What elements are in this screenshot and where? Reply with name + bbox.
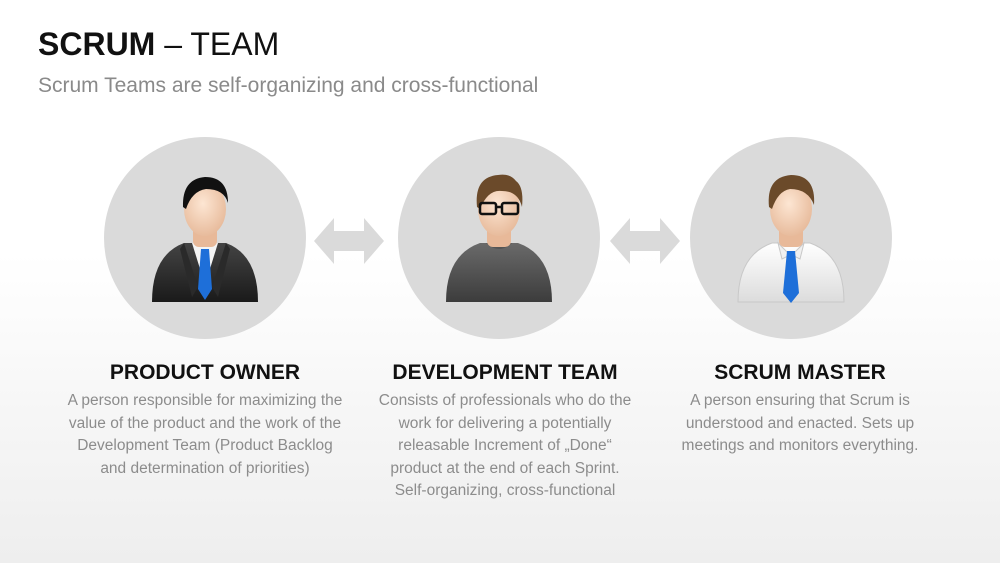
double-arrow-icon — [314, 218, 384, 264]
role-product-owner: PRODUCT OWNER A person responsible for m… — [45, 360, 365, 480]
role-scrum-master: SCRUM MASTER A person ensuring that Scru… — [640, 360, 960, 458]
description-line: value of the product and the work of the — [68, 414, 342, 432]
description-line: Self-organizing, cross-functional — [394, 482, 616, 499]
role-description: Consists of professionals who do the wor… — [345, 390, 665, 503]
role-title: PRODUCT OWNER — [109, 361, 301, 384]
page-title: SCRUM – TEAM — [38, 26, 279, 63]
role-description: A person responsible for maximizing the … — [45, 390, 365, 480]
description-line: A person responsible for maximizing the — [67, 392, 343, 409]
description-line: work for delivering a potentially — [398, 414, 612, 432]
description-line: meetings and monitors everything. — [681, 437, 919, 454]
description-line: releasable Increment of „Done“ — [398, 437, 612, 454]
shirt-tie-person-icon — [737, 175, 845, 303]
role-title: SCRUM MASTER — [714, 361, 886, 384]
double-arrow-icon — [610, 218, 680, 264]
product-owner-circle — [104, 137, 306, 339]
role-development-team: DEVELOPMENT TEAM Consists of professiona… — [345, 360, 665, 503]
role-description: A person ensuring that Scrum is understo… — [640, 390, 960, 458]
description-line: understood and enacted. Sets up — [685, 414, 915, 432]
developer-glasses-icon — [446, 174, 552, 302]
title-bold: SCRUM — [38, 26, 156, 62]
title-rest: – TEAM — [155, 26, 280, 62]
businessman-suit-icon — [152, 177, 258, 302]
description-line: Consists of professionals who do the — [378, 392, 632, 409]
role-title: DEVELOPMENT TEAM — [392, 361, 618, 384]
page-subtitle: Scrum Teams are self-organizing and cros… — [38, 74, 539, 97]
description-line: product at the end of each Sprint. — [390, 459, 620, 477]
description-line: and determination of priorities) — [100, 459, 310, 477]
scrum-master-circle — [690, 137, 892, 339]
description-line: Development Team (Product Backlog — [77, 437, 333, 454]
development-team-circle — [398, 137, 600, 339]
description-line: A person ensuring that Scrum is — [690, 392, 910, 409]
